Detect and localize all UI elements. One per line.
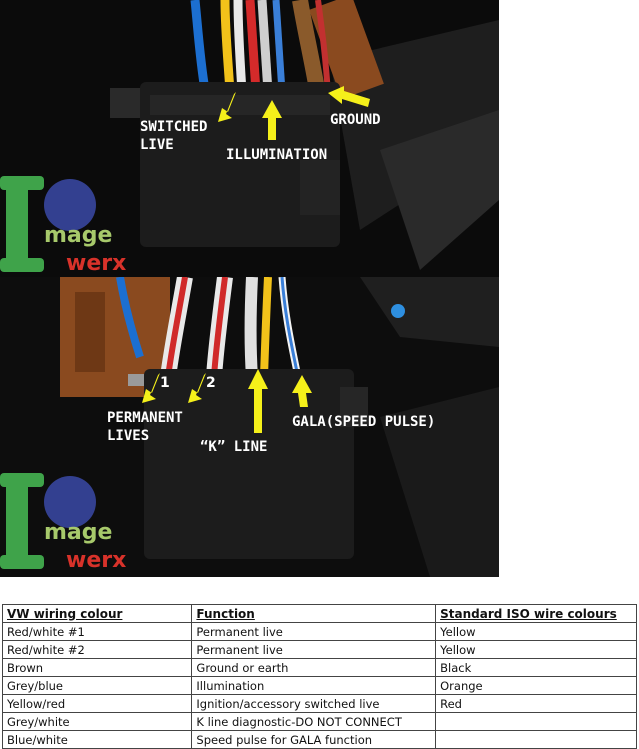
table-row: Red/white #1 Permanent live Yellow <box>1 622 637 641</box>
table-header-row: VW wiring colour Function Standard ISO w… <box>1 604 637 623</box>
cell-vw-colour: Blue/white <box>1 730 193 749</box>
cell-iso-colour: Red <box>435 694 637 713</box>
header-function: Function <box>191 604 437 623</box>
table-row: Brown Ground or earth Black <box>1 658 637 677</box>
label-permanent-lives-1: PERMANENT <box>107 410 183 426</box>
label-switched-live-2: LIVE <box>140 137 174 153</box>
arrow-ground <box>328 86 370 107</box>
cell-vw-colour: Yellow/red <box>1 694 193 713</box>
watermark-text-mage: mage <box>44 223 112 248</box>
cell-function: Ground or earth <box>191 658 437 677</box>
cell-vw-colour: Red/white #2 <box>1 640 193 659</box>
label-ground: GROUND <box>330 112 381 128</box>
wiring-photo-bottom: 1 2 PERMANENT LIVES “K” LINE GALA(SPEED … <box>0 277 499 577</box>
cell-iso-colour: Black <box>435 658 637 677</box>
wiring-colour-table: VW wiring colour Function Standard ISO w… <box>1 604 637 749</box>
table-row: Grey/white K line diagnostic-DO NOT CONN… <box>1 712 637 731</box>
table-row: Blue/white Speed pulse for GALA function <box>1 730 637 749</box>
arrow-gala <box>292 375 312 407</box>
arrow-pin-1 <box>142 373 160 403</box>
connector-illustration-bottom: 1 2 PERMANENT LIVES “K” LINE GALA(SPEED … <box>0 277 499 577</box>
connector-illustration-top: SWITCHED LIVE ILLUMINATION GROUND mage w… <box>0 0 499 277</box>
label-pin-1: 1 <box>160 375 170 391</box>
table-row: Yellow/red Ignition/accessory switched l… <box>1 694 637 713</box>
arrow-switched-live <box>218 92 236 122</box>
cell-vw-colour: Brown <box>1 658 193 677</box>
cell-vw-colour: Red/white #1 <box>1 622 193 641</box>
imagewerx-watermark-logo: mage werx <box>0 176 126 276</box>
header-vw-wiring-colour: VW wiring colour <box>1 604 193 623</box>
header-standard-iso-colours: Standard ISO wire colours <box>435 604 637 623</box>
cell-function: Speed pulse for GALA function <box>191 730 437 749</box>
arrow-illumination <box>262 100 282 140</box>
watermark-text-mage: mage <box>44 520 112 545</box>
cell-iso-colour <box>435 730 637 749</box>
label-illumination: ILLUMINATION <box>226 147 327 163</box>
cell-iso-colour: Orange <box>435 676 637 695</box>
wiring-photo-top: SWITCHED LIVE ILLUMINATION GROUND mage w… <box>0 0 499 277</box>
label-permanent-lives-2: LIVES <box>107 428 149 444</box>
table-row: Grey/blue Illumination Orange <box>1 676 637 695</box>
cell-function: Permanent live <box>191 640 437 659</box>
arrow-pin-2 <box>188 373 206 403</box>
cell-iso-colour: Yellow <box>435 640 637 659</box>
imagewerx-watermark-logo: mage werx <box>0 473 126 573</box>
cell-iso-colour <box>435 712 637 731</box>
label-gala-speed-pulse: GALA(SPEED PULSE) <box>292 414 435 430</box>
cell-vw-colour: Grey/white <box>1 712 193 731</box>
arrow-k-line <box>248 369 268 433</box>
watermark-text-werx: werx <box>66 548 126 573</box>
cell-function: Ignition/accessory switched live <box>191 694 437 713</box>
watermark-text-werx: werx <box>66 251 126 276</box>
cell-function: Permanent live <box>191 622 437 641</box>
label-k-line: “K” LINE <box>200 439 267 455</box>
cell-function: K line diagnostic-DO NOT CONNECT <box>191 712 437 731</box>
table-row: Red/white #2 Permanent live Yellow <box>1 640 637 659</box>
label-pin-2: 2 <box>206 375 216 391</box>
cell-function: Illumination <box>191 676 437 695</box>
cell-vw-colour: Grey/blue <box>1 676 193 695</box>
label-switched-live-1: SWITCHED <box>140 119 207 135</box>
cell-iso-colour: Yellow <box>435 622 637 641</box>
